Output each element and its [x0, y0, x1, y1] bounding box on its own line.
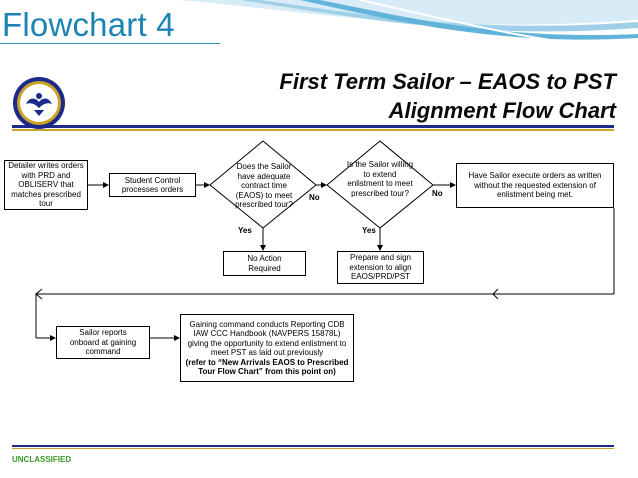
node-prepare-extension-text: Prepare and sign extension to align EAOS…: [349, 253, 412, 282]
node-sailor-reports-text: Sailor reports onboard at gaining comman…: [69, 328, 137, 357]
chart-title-line2: Alignment Flow Chart: [388, 98, 616, 123]
title-underline: [0, 43, 220, 44]
node-gaining-command: Gaining command conducts Reporting CDB I…: [180, 314, 354, 382]
node-no-action-text: No Action Required: [247, 254, 282, 273]
node-gaining-command-text: Gaining command conducts Reporting CDB I…: [187, 319, 347, 358]
node-execute-orders: Have Sailor execute orders as written wi…: [456, 163, 614, 208]
decision1-text: Does the Sailor have adequate contract t…: [235, 162, 293, 209]
footer-band-gold: [12, 448, 614, 449]
node-detailer: Detailer writes orders with PRD and OBLI…: [4, 160, 88, 210]
node-gaining-command-bold-text: (refer to “New Arrivals EAOS to Prescrib…: [185, 357, 349, 377]
node-student-control: Student Control processes orders: [109, 173, 196, 197]
decision1-yes-label: Yes: [238, 226, 252, 235]
node-sailor-reports: Sailor reports onboard at gaining comman…: [56, 326, 150, 359]
slide-title: Flowchart 4: [2, 6, 175, 43]
decision2-text: Is the Sailor willing to extend enlistme…: [346, 160, 414, 198]
footer-band-navy: [12, 445, 614, 447]
navy-seal-icon: [13, 77, 65, 129]
header-wave: [180, 0, 638, 51]
header-band-gold: [12, 129, 614, 131]
node-no-action: No Action Required: [223, 251, 306, 276]
node-execute-orders-text: Have Sailor execute orders as written wi…: [468, 171, 602, 200]
header-band-navy: [12, 125, 614, 128]
node-student-control-text: Student Control processes orders: [121, 175, 184, 195]
decision1-no-label: No: [309, 193, 320, 202]
node-prepare-extension: Prepare and sign extension to align EAOS…: [337, 251, 424, 284]
classification-label: UNCLASSIFIED: [12, 455, 72, 464]
decision2-yes-label: Yes: [362, 226, 376, 235]
decision2-no-label: No: [432, 189, 443, 198]
chart-title-line1: First Term Sailor – EAOS to PST: [279, 69, 616, 94]
node-detailer-text: Detailer writes orders with PRD and OBLI…: [8, 161, 84, 209]
